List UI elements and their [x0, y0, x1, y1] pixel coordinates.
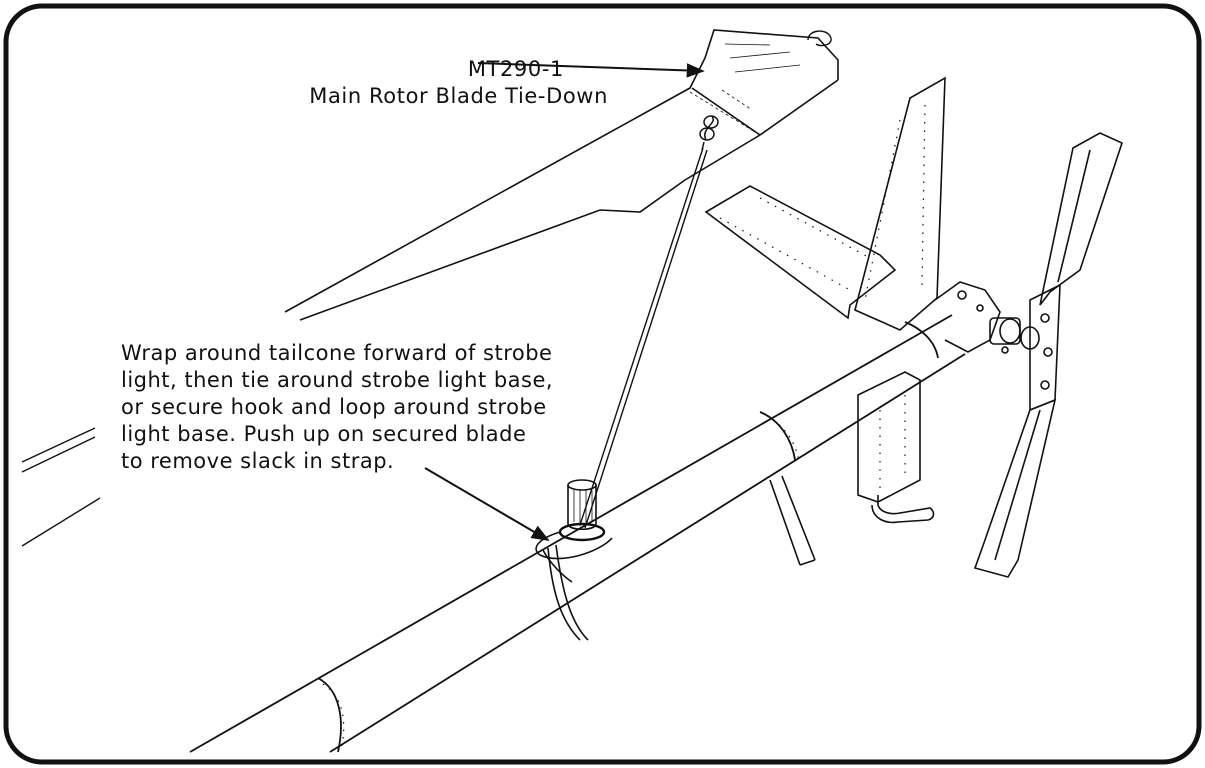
wrap-instruction-line-1: Wrap around tailcone forward of strobe	[121, 341, 553, 365]
tail-rotor-gearbox	[934, 281, 1040, 354]
strap-wrap	[535, 531, 613, 641]
tie-down-callout: MT290-1 Main Rotor Blade Tie-Down	[150, 56, 660, 110]
horizontal-stabilizer	[704, 185, 897, 320]
tail-rotor-blades	[973, 132, 1123, 578]
vertical-fin	[854, 76, 946, 524]
tailcone-rivets	[322, 415, 800, 751]
wrap-instruction-line-4: light base. Push up on secured blade	[121, 422, 527, 446]
figure-frame	[3, 3, 1202, 765]
tail-skid	[769, 475, 816, 566]
tie-down-part-number: MT290-1	[467, 57, 564, 81]
wrap-instruction-line-2: light, then tie around strobe light base…	[121, 368, 554, 392]
second-blade-edges	[21, 427, 101, 547]
tie-down-description: Main Rotor Blade Tie-Down	[309, 84, 608, 108]
leader-arrows	[424, 62, 705, 541]
wrap-instruction-line-3: or secure hook and loop around strobe	[121, 395, 547, 419]
tie-down-strap	[579, 147, 708, 529]
stabilizer-rivets	[719, 197, 871, 291]
wrap-instruction-line-5: to remove slack in strap.	[121, 449, 395, 473]
wrap-instructions-callout: Wrap around tailcone forward of strobe l…	[121, 340, 553, 475]
fin-rivets	[864, 104, 926, 490]
tailcone	[189, 314, 966, 753]
tie-down-knot	[699, 115, 719, 151]
sleeve-stitching	[689, 89, 756, 133]
